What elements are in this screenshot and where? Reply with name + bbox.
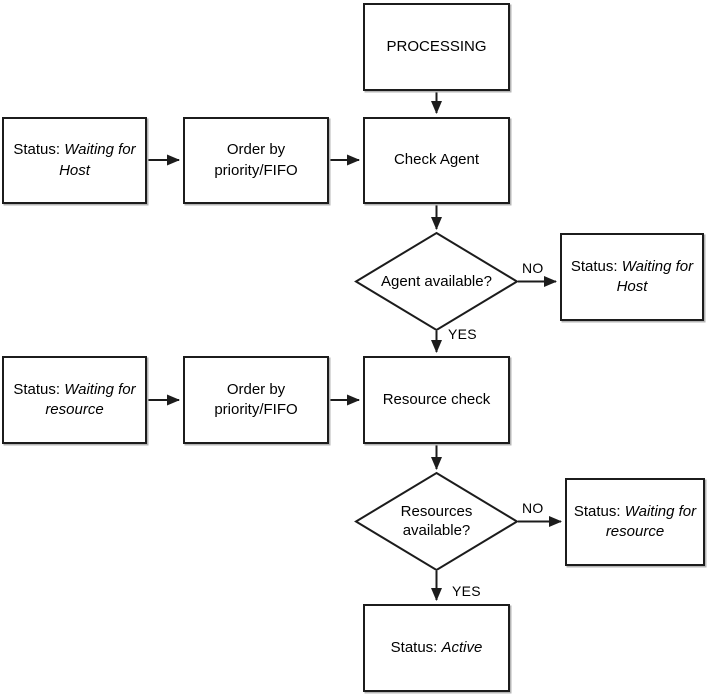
node-label: Check Agent [393, 151, 480, 169]
status-value: Waiting for Host [616, 257, 694, 295]
node-label: Status: Waiting for resource [572, 502, 698, 543]
status-prefix: Status: [390, 638, 442, 656]
node-label: Order by priority/FIFO [214, 380, 298, 418]
node-status-waiting-host-left: Status: Waiting for Host [2, 117, 147, 204]
status-prefix: Status: [570, 257, 622, 275]
status-value: Waiting for resource [45, 380, 136, 418]
node-label: Status: Waiting for Host [9, 140, 140, 181]
node-status-waiting-resource-right: Status: Waiting for resource [565, 478, 705, 566]
node-status-waiting-host-right: Status: Waiting for Host [560, 233, 704, 321]
status-value: Waiting for Host [59, 141, 136, 179]
decision-agent-available-label: Agent available? [381, 273, 492, 290]
decision-agent-available-shape [354, 231, 519, 332]
node-label: Status: Active [391, 638, 483, 658]
node-status-active: Status: Active [363, 604, 510, 692]
edge-label-no-resources: NO [522, 500, 544, 516]
node-order-by-priority-2: Order by priority/FIFO [183, 356, 329, 444]
node-processing: PROCESSING [363, 3, 510, 91]
node-resource-check: Resource check [363, 356, 510, 444]
node-label: Status: Waiting for Host [567, 257, 697, 298]
edge-label-yes-resources: YES [452, 583, 481, 599]
node-status-waiting-resource-left: Status: Waiting for resource [2, 356, 147, 444]
node-label: PROCESSING [386, 37, 487, 55]
node-label: Order by priority/FIFO [214, 141, 298, 179]
status-prefix: Status: [13, 141, 65, 159]
node-label: Status: Waiting for resource [9, 380, 140, 421]
status-value: Waiting for resource [605, 502, 697, 540]
decision-resources-available-label: Resources available? [400, 503, 473, 539]
status-prefix: Status: [13, 380, 65, 398]
node-label: Resource check [382, 390, 491, 408]
edge-label-no-agent: NO [522, 260, 544, 276]
edge-label-yes-agent: YES [448, 326, 477, 342]
status-value: Active [441, 638, 483, 656]
node-check-agent: Check Agent [363, 117, 510, 204]
status-prefix: Status: [573, 502, 625, 520]
node-order-by-priority-1: Order by priority/FIFO [183, 117, 329, 204]
decision-resources-available-shape [354, 471, 519, 572]
